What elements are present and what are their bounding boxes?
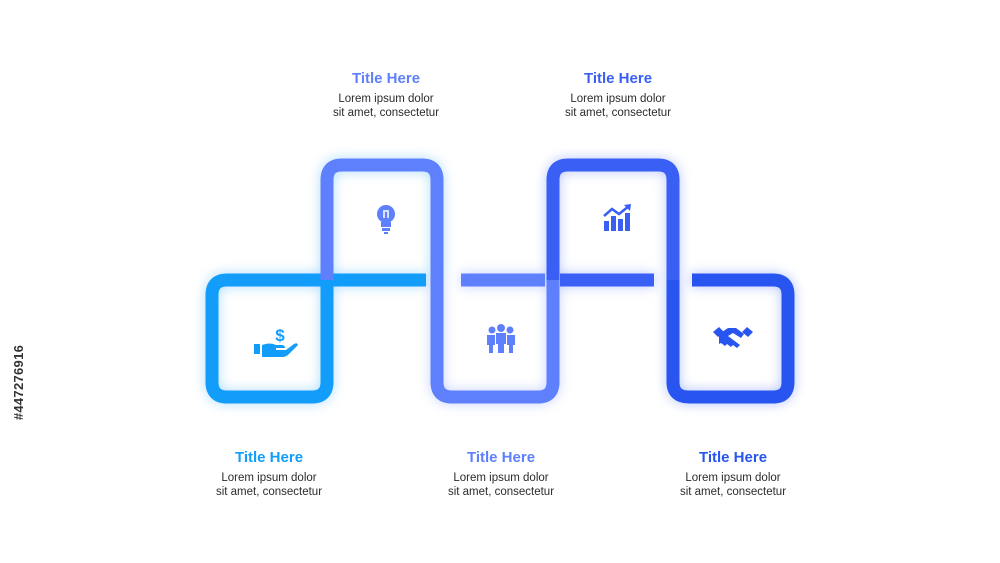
step3-connector: [430, 280, 560, 404]
stock-id: #447276916: [4, 327, 34, 437]
step-3-text: Title Here Lorem ipsum dolor sit amet, c…: [401, 449, 601, 499]
step-1-text: Title Here Lorem ipsum dolor sit amet, c…: [169, 449, 369, 499]
stock-id-text: #447276916: [11, 344, 27, 420]
step-3-title: Title Here: [466, 449, 536, 466]
step-3-desc-line1: Lorem ipsum dolor: [453, 472, 549, 484]
step-3-desc-line2: sit amet, consectetur: [447, 486, 555, 498]
step-4-title: Title Here: [583, 70, 653, 87]
step-1-desc-line2: sit amet, consectetur: [215, 486, 323, 498]
team-icon: [487, 324, 515, 353]
step-2-text: Title Here Lorem ipsum dolor sit amet, c…: [286, 70, 486, 120]
step-4-desc-line2: sit amet, consectetur: [564, 107, 672, 119]
handshake-icon: [713, 327, 753, 348]
step-5-text: Title Here Lorem ipsum dolor sit amet, c…: [633, 449, 833, 499]
step-1-title: Title Here: [234, 449, 304, 466]
step4-connector: [546, 158, 680, 287]
step2-connector: [320, 158, 444, 280]
step-2-desc-line1: Lorem ipsum dolor: [338, 93, 434, 105]
step-2-title: Title Here: [351, 70, 421, 87]
money-hand-icon: $: [254, 326, 298, 357]
step-5-desc-line1: Lorem ipsum dolor: [685, 472, 781, 484]
step-4-desc-line1: Lorem ipsum dolor: [570, 93, 666, 105]
step-2-desc-line2: sit amet, consectetur: [332, 107, 440, 119]
growth-chart-icon: [603, 204, 631, 231]
step-5-desc-line2: sit amet, consectetur: [679, 486, 787, 498]
svg-text:$: $: [275, 326, 285, 345]
step-5-title: Title Here: [698, 449, 768, 466]
lightbulb-icon: [377, 205, 395, 234]
step-1-desc-line1: Lorem ipsum dolor: [221, 472, 317, 484]
step5-connector: [666, 273, 795, 404]
step-4-text: Title Here Lorem ipsum dolor sit amet, c…: [518, 70, 718, 120]
step1-connector: [205, 273, 426, 404]
